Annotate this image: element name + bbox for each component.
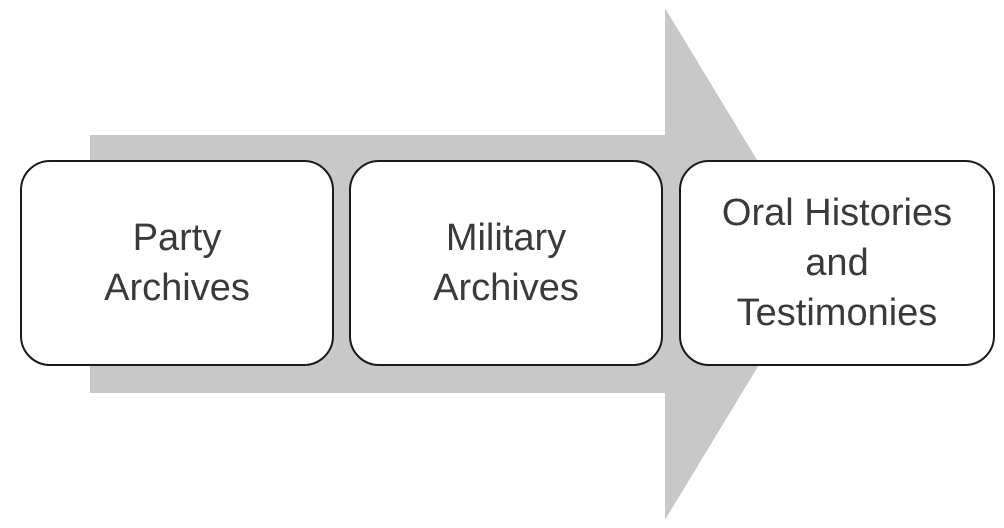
step-box-oral-histories: Oral Histories and Testimonies [679, 160, 995, 366]
step-label-line: Archives [104, 267, 250, 309]
step-box-party-archives: Party Archives [20, 160, 334, 366]
step-label-line: Oral Histories [721, 192, 953, 234]
step-label-line: Testimonies [736, 292, 938, 334]
step-box-military-archives: Military Archives [349, 160, 663, 366]
step-label-line: Archives [433, 267, 579, 309]
step-label-line: and [805, 242, 869, 284]
step-label-line: Military [445, 217, 567, 259]
step-label-line: Party [132, 217, 222, 259]
